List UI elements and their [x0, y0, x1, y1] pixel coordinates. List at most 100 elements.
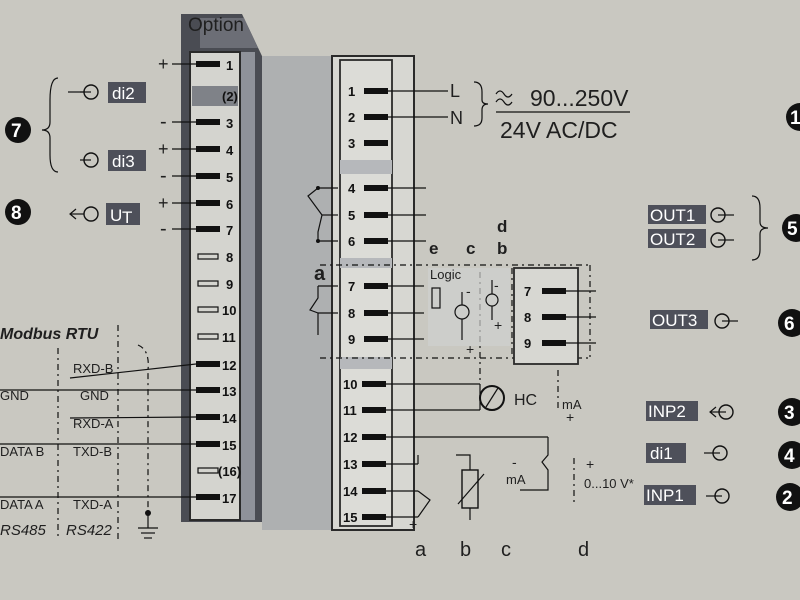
svg-text:GND: GND [80, 388, 109, 403]
svg-text:14: 14 [343, 484, 358, 499]
svg-text:(16): (16) [218, 464, 241, 479]
left-input-wires: + - + - + - [158, 54, 196, 240]
left-pin-13: 13 [196, 384, 236, 399]
left-pin-16: (16) [197, 464, 241, 479]
option-header: Option [188, 15, 244, 36]
relay-a-label: a [314, 263, 326, 285]
right-terminal-block [331, 55, 415, 531]
left-pin-12: 12 [196, 358, 236, 373]
svg-text:-: - [466, 283, 471, 299]
svg-text:9: 9 [524, 336, 531, 351]
svg-text:TXD-A: TXD-A [73, 497, 112, 512]
left-pin-7: 7 [196, 223, 233, 238]
svg-text:b: b [460, 539, 471, 561]
out2: OUT2 [648, 229, 734, 249]
out2-label: OUT2 [650, 230, 695, 249]
right-pin-10: 10 [343, 377, 386, 392]
svg-text:a: a [415, 539, 427, 561]
svg-text:mA: mA [506, 472, 526, 487]
svg-text:2: 2 [348, 110, 355, 125]
svg-text:6: 6 [784, 314, 795, 335]
svg-text:12: 12 [343, 430, 357, 445]
left-pin-5: 5 [196, 170, 233, 185]
svg-text:7: 7 [524, 284, 531, 299]
power-supply: L N 90...250V 24V AC/DC 1 [450, 81, 800, 143]
option-module: e c b d Logic - + - + 7 8 9 [320, 217, 596, 380]
right-pin-5: 5 [348, 208, 388, 223]
modbus-section: Modbus RTU RXD-B GND RXD-A TXD-B TXD-A G… [0, 325, 197, 540]
svg-text:15: 15 [343, 510, 357, 525]
power-dc: 24V AC/DC [500, 117, 618, 143]
svg-text:+: + [586, 456, 594, 472]
svg-text:3: 3 [348, 136, 355, 151]
right-pin-3: 3 [348, 136, 388, 151]
right-inputs: INP2 3 di1 4 INP1 2 [644, 398, 800, 511]
svg-text:-: - [160, 218, 167, 240]
right-pin-6: 6 [348, 234, 388, 249]
svg-text:13: 13 [222, 384, 236, 399]
svg-text:d: d [578, 539, 589, 561]
modbus-title: Modbus RTU [0, 326, 99, 343]
left-pin-6: 6 [196, 197, 233, 212]
svg-text:1: 1 [348, 84, 355, 99]
svg-text:11: 11 [222, 330, 236, 345]
svg-text:b: b [497, 239, 507, 258]
right-pin-11: 11 [343, 403, 386, 418]
svg-text:+: + [158, 139, 169, 159]
svg-text:14: 14 [222, 411, 237, 426]
left-pin-3: 3 [196, 116, 233, 131]
di3-label: di3 [112, 152, 135, 171]
svg-text:4: 4 [226, 143, 234, 158]
left-pin-11: 11 [197, 330, 236, 345]
right-pin-14: 14 [343, 484, 386, 499]
svg-text:TXD-B: TXD-B [73, 444, 112, 459]
inp2-label: INP2 [648, 402, 686, 421]
input-section: - mA + + 0...10 V* a b c d [409, 437, 634, 561]
svg-text:8: 8 [226, 250, 233, 265]
svg-text:9: 9 [226, 277, 233, 292]
left-pin-8: 8 [197, 250, 233, 265]
right-pin-8: 8 [348, 306, 388, 321]
svg-text:3: 3 [784, 403, 795, 424]
out1: OUT1 [648, 205, 734, 225]
svg-text:+: + [158, 193, 169, 213]
svg-text:+: + [409, 516, 417, 532]
svg-text:+: + [158, 54, 169, 74]
power-range: 90...250V [530, 85, 629, 111]
right-pin-13: 13 [343, 457, 386, 472]
svg-text:L: L [450, 81, 460, 101]
right-pin-wires [386, 90, 548, 518]
left-pin-2: (2) [192, 86, 238, 106]
input-group-8: 8 U T [5, 199, 140, 227]
svg-text:17: 17 [222, 491, 236, 506]
svg-text:6: 6 [226, 197, 233, 212]
out1-label: OUT1 [650, 206, 695, 225]
svg-text:c: c [466, 239, 475, 258]
right-pin-2: 2 [348, 110, 388, 125]
left-pin-1: 1 [196, 58, 233, 73]
svg-text:1: 1 [226, 58, 233, 73]
svg-text:8: 8 [348, 306, 355, 321]
svg-text:-: - [494, 277, 499, 293]
right-pin-12: 12 [343, 430, 386, 445]
right-pin-7: 7 [348, 279, 388, 294]
left-pin-15: 15 [196, 438, 236, 453]
svg-text:d: d [497, 217, 507, 236]
svg-text:N: N [450, 108, 463, 128]
di1: di1 4 [646, 441, 800, 469]
logic-label: Logic [430, 267, 462, 282]
relay-7-9: a [309, 263, 338, 335]
svg-text:10: 10 [343, 377, 357, 392]
out3-label: OUT3 [652, 311, 697, 330]
svg-text:RXD-A: RXD-A [73, 416, 114, 431]
svg-text:13: 13 [343, 457, 357, 472]
hc-label: HC [514, 392, 537, 409]
svg-text:8: 8 [524, 310, 531, 325]
di1-label: di1 [650, 444, 673, 463]
voltage-label: 0...10 V* [584, 476, 634, 491]
svg-text:15: 15 [222, 438, 236, 453]
svg-text:-: - [160, 165, 167, 187]
svg-text:8: 8 [11, 203, 22, 224]
svg-text:mA: mA [562, 397, 582, 412]
